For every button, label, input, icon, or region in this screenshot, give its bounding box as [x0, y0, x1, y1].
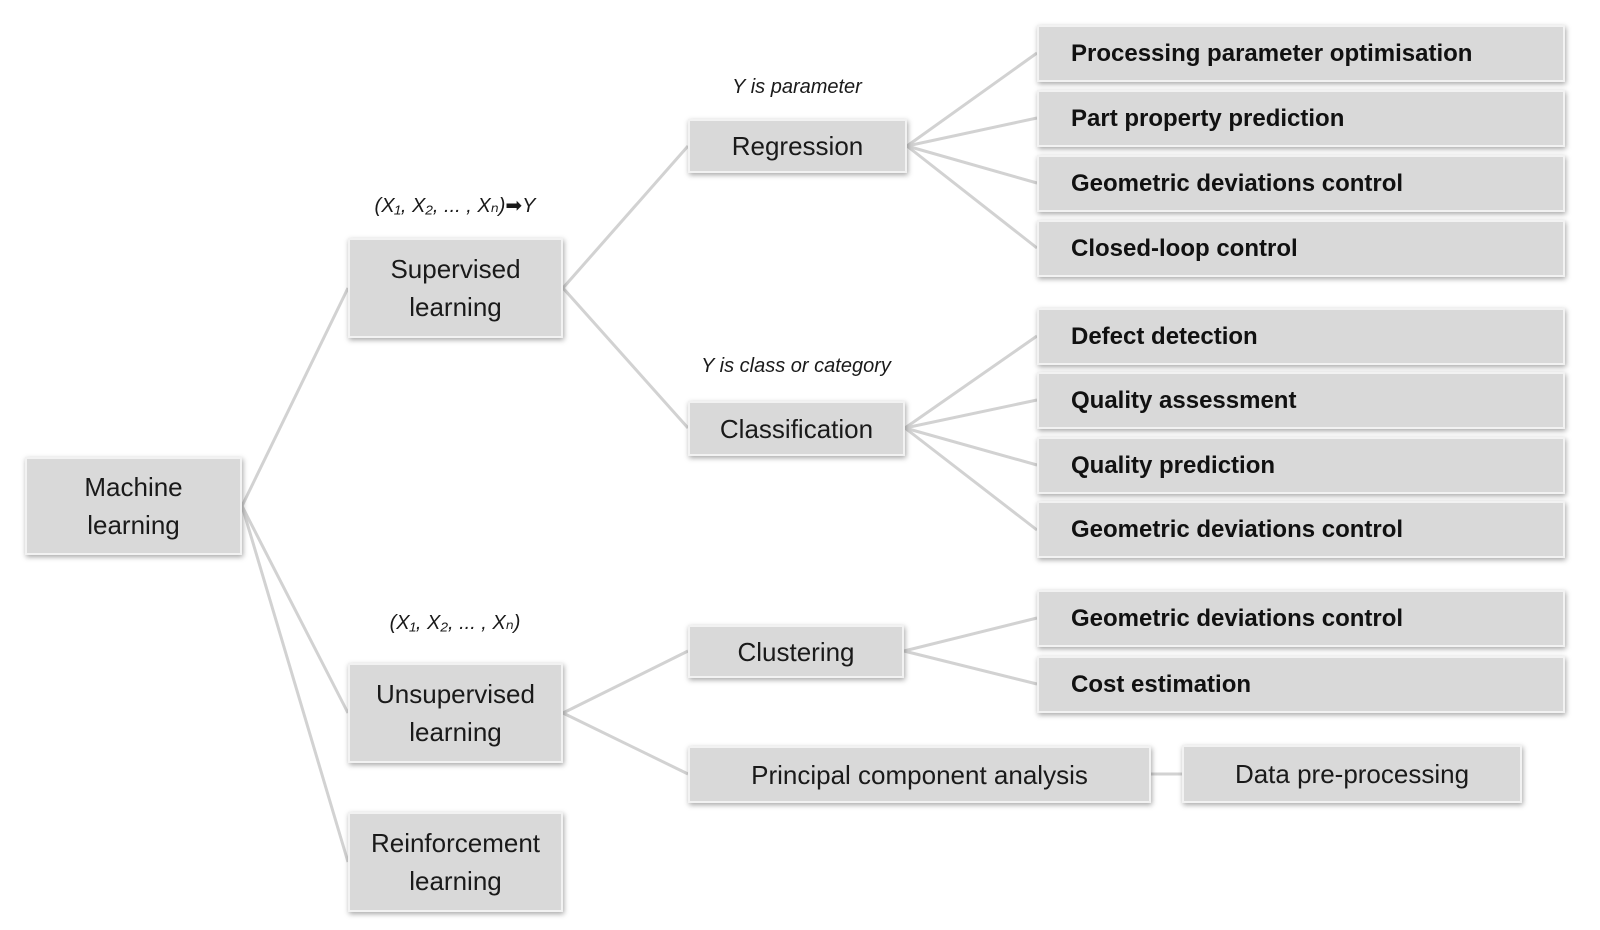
edge-regression-app1 [906, 51, 1038, 148]
leaf-geometric-deviations-control-classification: Geometric deviations control [1037, 501, 1565, 558]
edge-unsupervised-pca [562, 711, 689, 776]
leaf-processing-parameter-optimisation: Processing parameter optimisation [1037, 25, 1565, 82]
edge-clustering-app1 [903, 616, 1038, 653]
edge-classification-app4 [904, 426, 1038, 532]
leaf-closed-loop-control: Closed-loop control [1037, 220, 1565, 277]
node-data-pre-processing: Data pre-processing [1182, 745, 1522, 803]
annotation-supervised-mapping: (X₁, X₂, ... , Xₙ)➡Y [374, 195, 536, 217]
leaf-part-property-prediction: Part property prediction [1037, 90, 1565, 147]
node-supervised-learning: Supervised learning [348, 238, 563, 338]
edge-root-reinforcement [240, 505, 350, 863]
node-clustering: Clustering [688, 625, 904, 678]
node-principal-component-analysis: Principal component analysis [688, 746, 1151, 803]
node-unsupervised-learning: Unsupervised learning [348, 663, 563, 763]
leaf-quality-prediction: Quality prediction [1037, 437, 1565, 494]
node-machine-learning-label: Machine learning [84, 472, 183, 540]
node-supervised-learning-label: Supervised learning [390, 254, 521, 322]
node-clustering-label: Clustering [737, 636, 855, 667]
edge-root-supervised [240, 287, 350, 507]
leaf-cost-estimation: Cost estimation [1037, 656, 1565, 713]
node-principal-component-analysis-label: Principal component analysis [751, 759, 1088, 790]
annotation-classification: Y is class or category [701, 355, 891, 377]
edge-root-unsupervised [240, 505, 350, 714]
node-regression-label: Regression [731, 131, 864, 161]
edge-classification-app2 [904, 398, 1038, 430]
leaf-geometric-deviations-control-clustering: Geometric deviations control [1037, 590, 1565, 647]
node-data-pre-processing-label: Data pre-processing [1234, 759, 1470, 789]
node-classification-label: Classification [719, 413, 874, 444]
leaf-geometric-deviations-control-regression: Geometric deviations control [1037, 155, 1565, 212]
edge-regression-app3 [906, 144, 1038, 185]
edge-unsupervised-clustering [562, 649, 689, 715]
annotation-unsupervised-mapping: (X₁, X₂, ... , Xₙ) [389, 612, 521, 634]
node-reinforcement-learning-label: Reinforcement learning [370, 828, 541, 896]
node-classification: Classification [688, 401, 905, 456]
leaf-defect-detection: Defect detection [1037, 308, 1565, 365]
edge-regression-app2 [906, 116, 1038, 148]
node-regression: Regression [688, 119, 907, 173]
edge-supervised-classification [561, 287, 690, 429]
edge-clustering-app2 [903, 649, 1038, 686]
node-unsupervised-learning-label: Unsupervised learning [376, 679, 535, 747]
leaf-quality-assessment: Quality assessment [1037, 372, 1565, 429]
node-machine-learning: Machine learning [25, 457, 242, 555]
annotation-regression: Y is parameter [732, 76, 862, 98]
edge-regression-app4 [906, 144, 1038, 250]
edge-classification-app3 [904, 426, 1038, 467]
edge-supervised-regression [561, 145, 690, 289]
edge-classification-app1 [904, 334, 1038, 430]
node-reinforcement-learning: Reinforcement learning [348, 812, 563, 912]
